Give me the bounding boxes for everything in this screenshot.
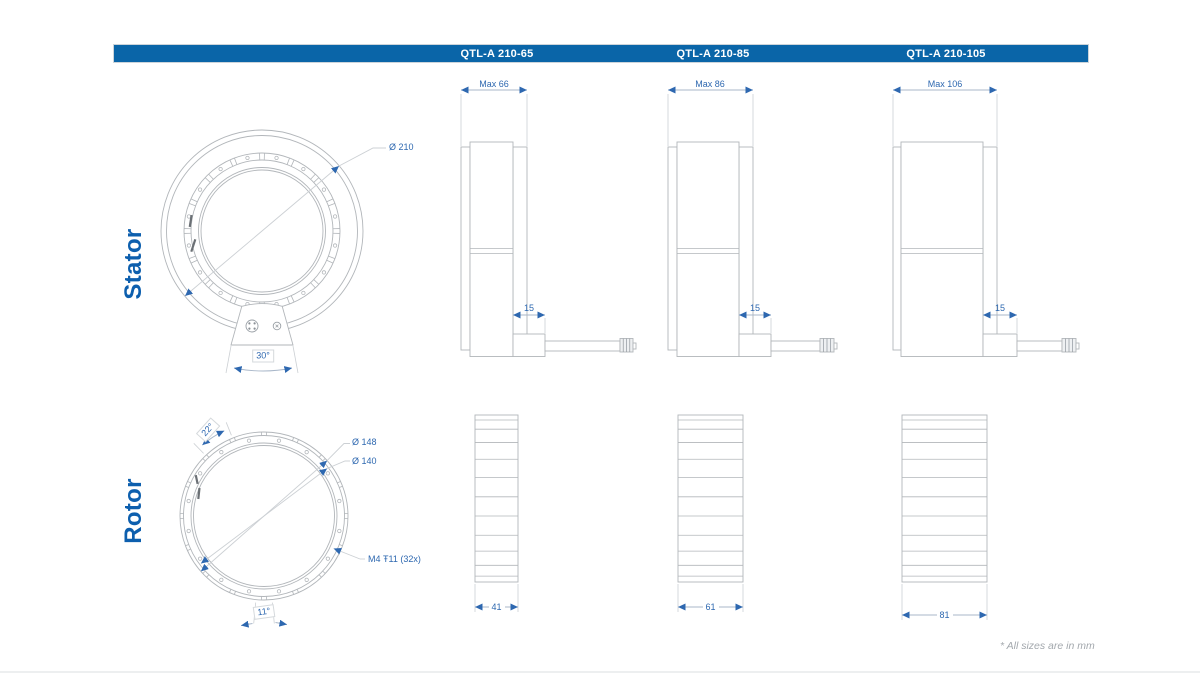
angle-extension-line [225,422,232,436]
angle-extension-line [193,443,204,454]
screw-cross [275,324,279,328]
stator-connector-block [230,303,294,346]
stator-row-label: Stator [120,228,147,300]
stator-side-view-0 [460,86,637,357]
rotor-inner-diameter-leader [200,468,328,564]
stator-connector-width-label-1: 15 [523,303,535,313]
stator-side-view-2 [892,86,1080,357]
angle-extension-line [225,345,232,374]
footnote: * All sizes are in mm [1000,640,1095,652]
stator-connector-width-label-3: 15 [994,303,1006,313]
leader-tail [326,443,350,461]
socket-pin [248,327,251,330]
rotor-side-view-1 [677,414,744,612]
header-bar [113,44,1089,63]
stator-max-length-label-3: Max 106 [927,79,963,89]
rotor-side-view-0 [474,414,519,612]
rotor-length-label-2: 61 [702,602,719,612]
stator-angle-arc [233,366,293,373]
stator-max-length-label-1: Max 66 [479,79,509,89]
column-header-model-2: QTL-A 210-85 [676,47,750,60]
rotor-length-label-1: 41 [488,602,505,612]
rotor-part-marking [197,487,201,500]
stator-connector-width-label-2: 15 [749,303,761,313]
rotor-row-label: Rotor [120,478,147,544]
rotor-front-ring [179,431,349,601]
stator-max-length-label-2: Max 86 [695,79,725,89]
rotor-side-view-2 [901,414,988,620]
rotor-inner-diameter-label: Ø 140 [352,456,377,466]
stator-diameter-leader [184,165,340,297]
stator-side-view-1 [667,86,838,357]
socket-pin [253,327,256,330]
stator-diameter-label: Ø 210 [389,142,414,152]
leader-tail [338,147,386,167]
leader-tail [326,460,350,469]
stator-connector-screw-icon [272,321,282,331]
socket-pin [248,322,251,325]
stator-front-details [184,147,386,374]
rotor-part-marking [194,474,199,485]
column-header-model-3: QTL-A 210-105 [906,47,986,60]
rotor-outer-diameter-label: Ø 148 [352,437,377,447]
bottom-divider [0,671,1200,673]
rotor-screw-leader [333,548,361,560]
socket-pin [253,322,256,325]
rotor-length-label-3: 81 [936,610,953,620]
rotor-mounting-holes-label: M4 Ŧ11 (32x) [368,554,421,564]
stator-connector-angle-label: 30° [252,349,274,363]
stator-connector-socket-icon [245,319,259,333]
column-header-model-1: QTL-A 210-65 [460,47,534,60]
rotor-hole-spacing-arc [202,430,225,446]
angle-extension-line [292,345,299,374]
angle-arrow [240,620,253,628]
angle-arrow [275,619,288,627]
